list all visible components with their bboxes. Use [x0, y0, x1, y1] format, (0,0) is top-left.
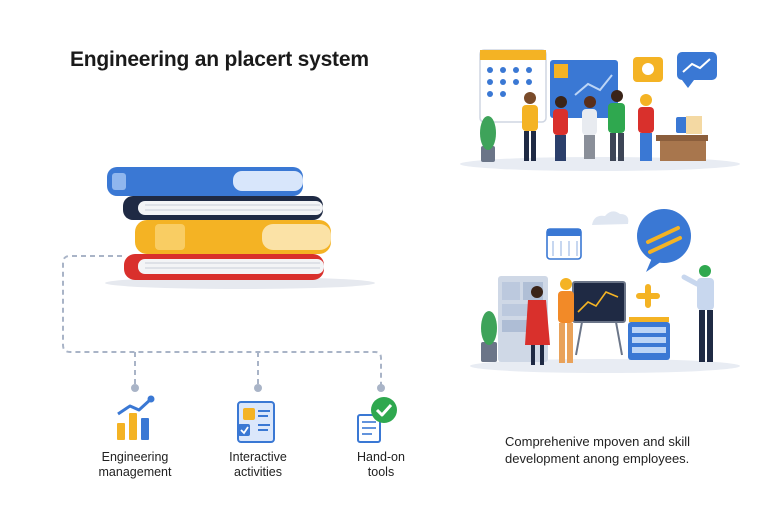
page-title: Engineering an placert system	[70, 48, 369, 71]
item-label-line1: Engineering	[101, 450, 169, 464]
book-stack-illustration	[105, 167, 375, 289]
office-meeting-illustration	[460, 49, 740, 171]
connector-dots	[131, 384, 385, 392]
clipboard-icon	[237, 401, 275, 443]
bar-chart-icon	[117, 395, 155, 440]
item-label-line1: Hand-on	[357, 450, 405, 464]
item-label-engineering-management: Engineering management	[85, 450, 185, 480]
caption-text: Comprehenive mpoven and skill developmen…	[505, 433, 690, 467]
caption-line1: Comprehenive mpoven and skill	[505, 434, 690, 449]
caption-line2: development anong employees.	[505, 451, 690, 466]
connector-lines	[62, 255, 382, 385]
item-label-line2: activities	[234, 465, 282, 479]
item-label-hand-on-tools: Hand-on tools	[331, 450, 431, 480]
item-label-line2: management	[98, 465, 172, 479]
item-label-interactive-activities: Interactive activities	[208, 450, 308, 480]
item-label-line2: tools	[367, 465, 395, 479]
checkmark-document-icon	[357, 397, 397, 443]
training-session-illustration	[470, 209, 740, 373]
item-label-line1: Interactive	[229, 450, 287, 464]
